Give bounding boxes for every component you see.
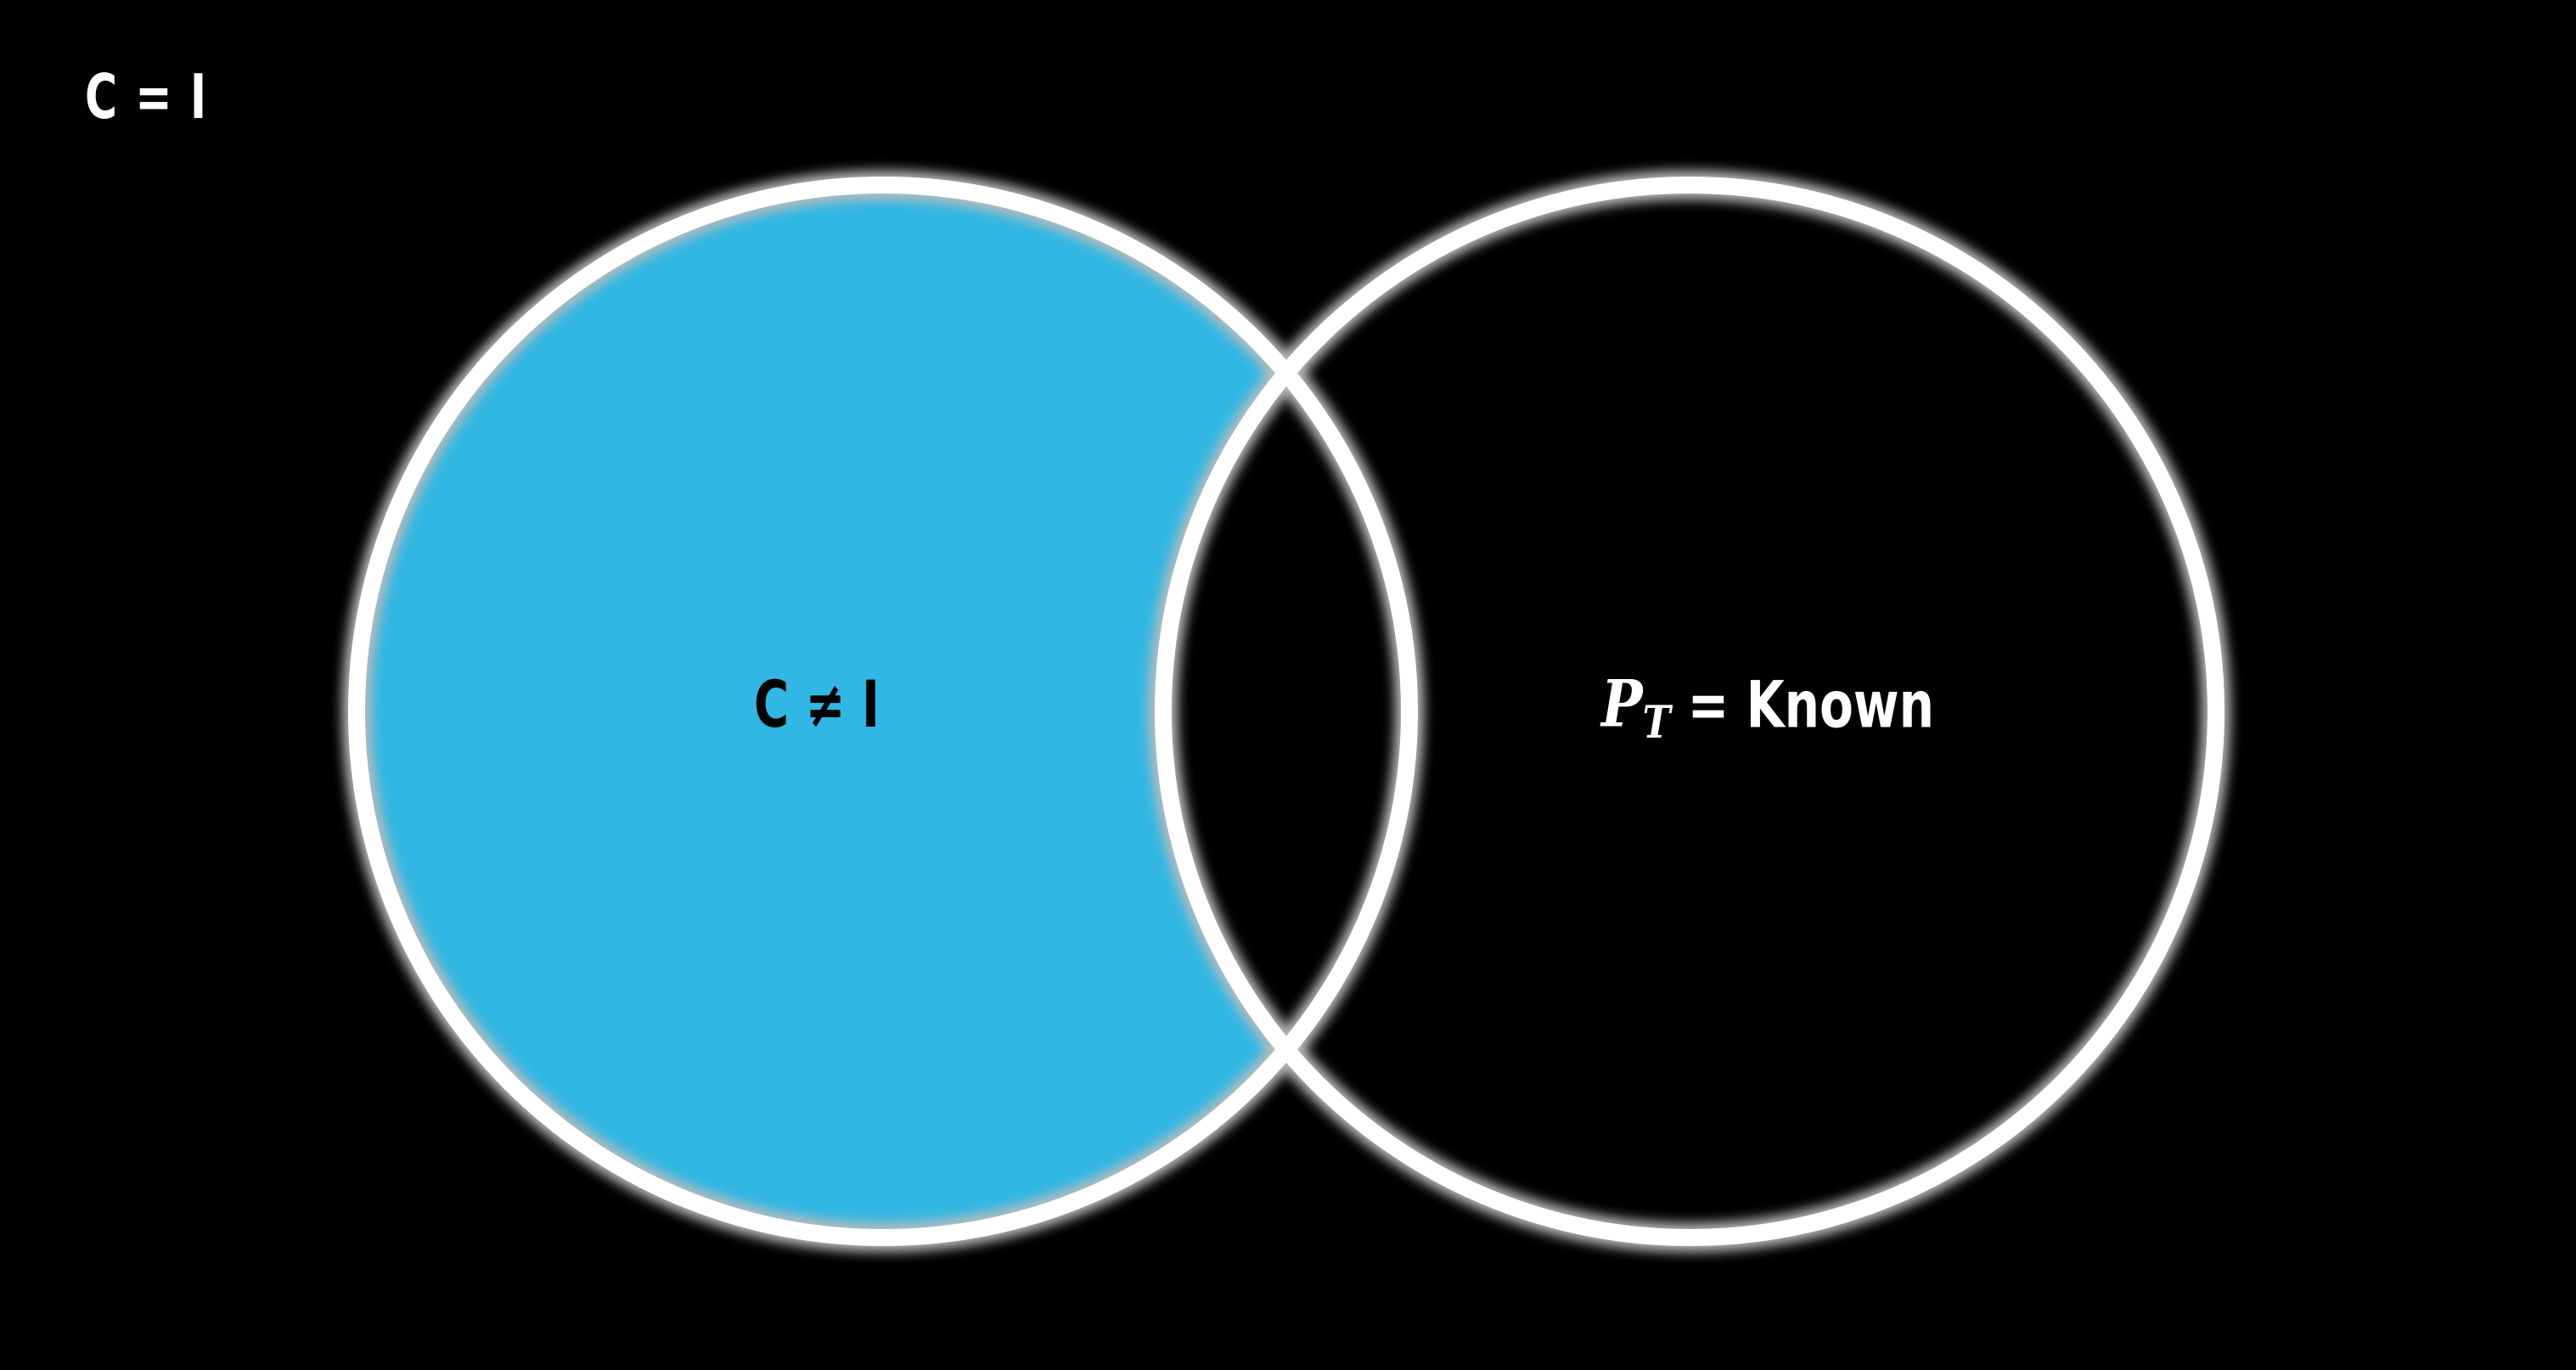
right-circle-label: PT = Known <box>1600 665 1934 749</box>
right-circle-outline <box>1155 177 2224 1246</box>
label-symbol-p: P <box>1600 665 1644 741</box>
corner-label: C = I <box>85 61 208 132</box>
left-circle-outline <box>348 177 1418 1246</box>
label-rest: = Known <box>1670 667 1934 742</box>
label-subscript-t: T <box>1643 697 1673 748</box>
left-circle-fill <box>357 185 1409 1238</box>
left-circle-label: C ≠ I <box>754 667 880 743</box>
